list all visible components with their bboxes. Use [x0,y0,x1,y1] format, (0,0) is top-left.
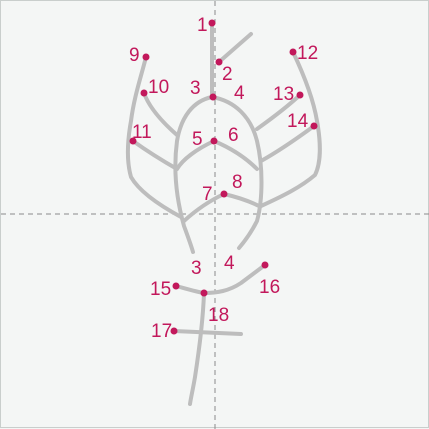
point-3-4 [209,93,217,101]
point-2 [215,58,223,66]
point-12 [289,48,297,56]
stroke-14 [259,124,316,163]
stroke-3 [173,95,214,254]
label-6: 6 [228,125,239,146]
point-16 [261,261,269,269]
point-10 [140,89,148,97]
label-end-3: 3 [191,258,202,279]
stroke-7 [182,192,226,223]
stroke-9 [126,55,183,219]
label-4: 4 [234,83,245,104]
label-15: 15 [150,279,171,300]
label-8: 8 [232,172,243,193]
label-17: 17 [151,321,172,342]
point-17 [170,327,178,335]
stroke-2 [217,32,253,64]
stroke-5 [175,139,216,171]
stroke-8 [222,192,261,208]
label-end-4: 4 [224,253,235,274]
point-14 [310,122,318,130]
label-9: 9 [129,45,140,66]
label-18: 18 [208,305,229,326]
point-13 [296,91,304,99]
label-5: 5 [192,129,203,150]
label-2: 2 [222,64,233,85]
point-18 [200,289,208,297]
label-13: 13 [273,84,294,105]
point-1 [208,19,216,27]
stroke-15 [174,284,206,295]
stroke-13 [255,93,302,131]
label-16: 16 [259,277,280,298]
label-12: 12 [297,43,318,64]
stroke-10 [142,91,179,137]
stroke-4 [210,95,264,250]
label-14: 14 [287,111,309,132]
stroke-18 [188,291,206,406]
label-10: 10 [148,77,169,98]
point-9 [142,53,150,61]
point-5-6 [210,137,218,145]
stroke-12 [259,50,322,208]
stroke-6 [212,139,259,171]
point-7-8 [220,190,228,198]
point-15 [172,282,180,290]
stroke-11 [131,139,179,171]
label-11: 11 [132,122,152,143]
stroke-17 [172,329,243,336]
point-11 [129,137,137,145]
label-7: 7 [202,184,213,205]
stroke-16 [202,263,267,295]
label-3: 3 [190,78,201,99]
label-1: 1 [197,15,208,36]
